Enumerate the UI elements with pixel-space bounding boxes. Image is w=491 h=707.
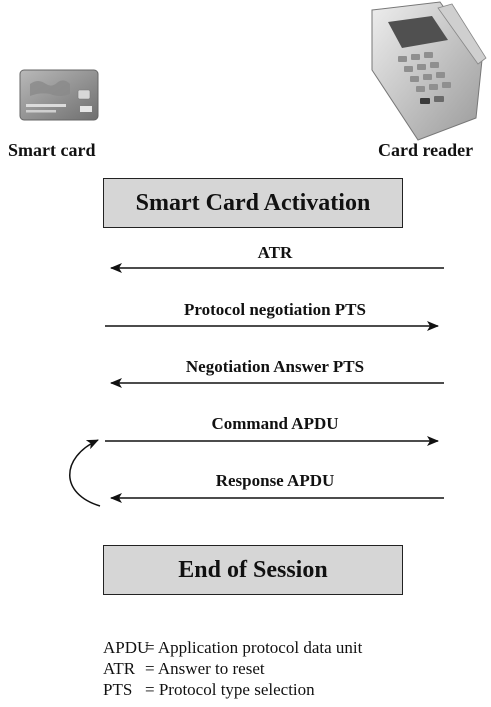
- legend-item: APDU= Application protocol data unit: [103, 638, 362, 658]
- legend-item: PTS = Protocol type selection: [103, 680, 315, 700]
- activation-box: Smart Card Activation: [103, 178, 403, 228]
- message-label-pts-request: Protocol negotiation PTS: [184, 300, 366, 319]
- legend-abbr: PTS: [103, 680, 133, 699]
- end-session-box: End of Session: [103, 545, 403, 595]
- legend-definition: = Application protocol data unit: [145, 638, 363, 657]
- legend-item: ATR = Answer to reset: [103, 659, 265, 679]
- legend-abbr: APDU: [103, 638, 150, 657]
- message-label-pts-answer: Negotiation Answer PTS: [185, 357, 365, 376]
- legend-abbr: ATR: [103, 659, 136, 678]
- card-reader-label: Card reader: [378, 140, 474, 160]
- message-label-response-apdu: Response APDU: [215, 471, 335, 490]
- message-label-atr: ATR: [257, 243, 293, 262]
- smart-card-label: Smart card: [8, 140, 96, 160]
- legend-definition: = Answer to reset: [145, 659, 265, 678]
- loop-arrow: [69, 439, 101, 507]
- legend-definition: = Protocol type selection: [145, 680, 315, 699]
- message-label-command-apdu: Command APDU: [211, 414, 339, 433]
